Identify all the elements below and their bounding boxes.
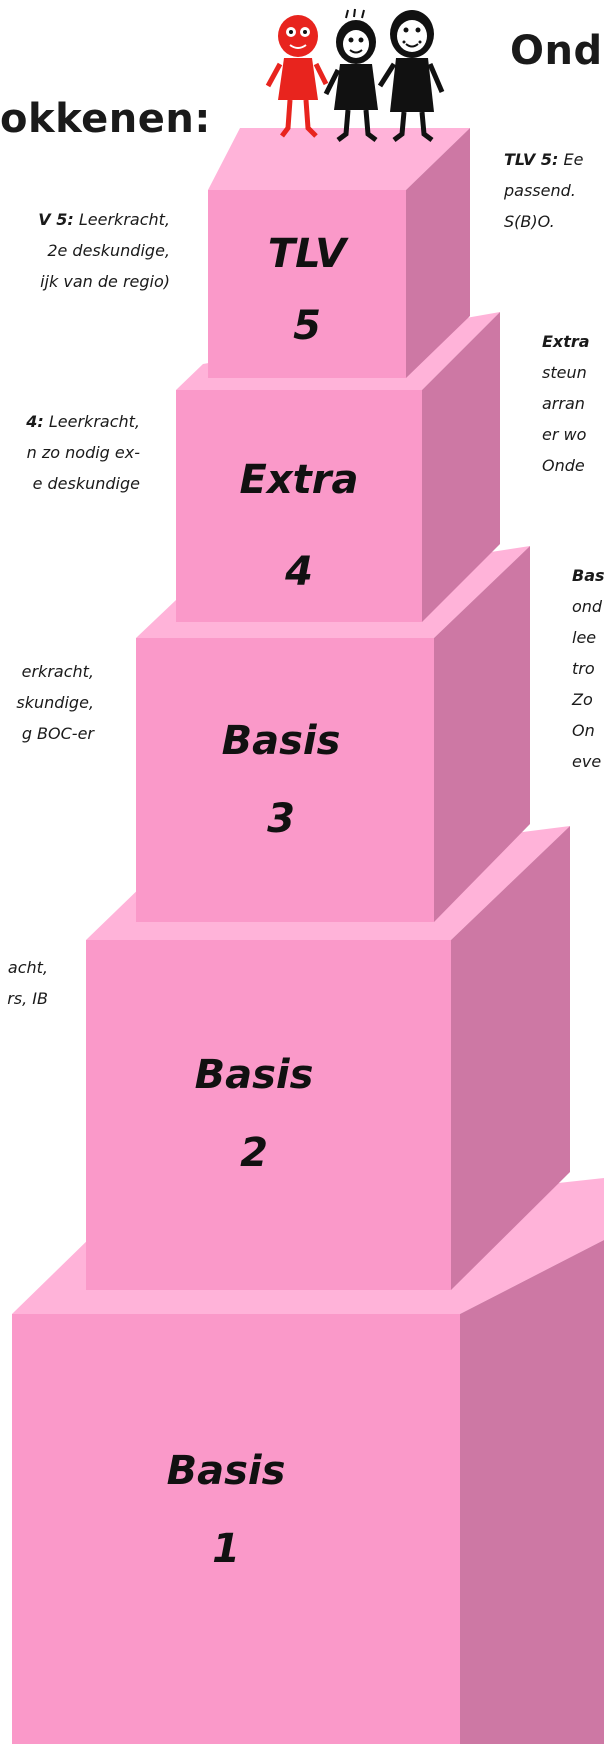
- right-note-tlv5: TLV 5: Ee passend. S(B)O.: [504, 144, 583, 237]
- block-2-title: Basis: [194, 1052, 314, 1098]
- block-5-number: 5: [293, 303, 321, 349]
- left-note-tlv5-line-3: ijk van de regio): [40, 272, 170, 291]
- left-note-extra4: 4: Leerkracht, n zo nodig ex- e deskundi…: [26, 406, 140, 499]
- block-4-front-face: [176, 390, 422, 622]
- block-3-title: Basis: [221, 718, 341, 764]
- block-1-front-face: [12, 1314, 460, 1744]
- left-note-extra4-line-2: n zo nodig ex-: [26, 443, 140, 462]
- block-3-number: 3: [267, 796, 295, 842]
- block-1-number: 1: [212, 1526, 240, 1572]
- left-note-basis3-line-1: erkracht,: [21, 662, 94, 681]
- right-note-tlv5-line-2: passend.: [504, 181, 576, 200]
- right-note-extra4-line-4: Onde: [542, 456, 585, 475]
- block-5-front-face: [208, 190, 406, 378]
- left-note-basis2-line-2: rs, IB: [7, 989, 48, 1008]
- left-note-tlv5-line-1: Leerkracht,: [73, 210, 170, 229]
- left-note-extra4-bold: 4:: [26, 412, 44, 431]
- left-heading: okkenen:: [0, 96, 211, 142]
- left-note-basis2: acht, rs, IB: [7, 952, 48, 1014]
- right-note-basis3-line-3: tro: [572, 659, 595, 678]
- block-3-label: Basis 3: [136, 702, 426, 858]
- middle-child-figure: [323, 8, 378, 142]
- block-2-side-face: [451, 826, 570, 1290]
- block-4-title: Extra: [239, 457, 359, 503]
- right-heading: Ond: [510, 28, 603, 74]
- right-note-basis3-line-4: Zo: [572, 690, 593, 709]
- right-note-basis3-line-1: ond: [572, 597, 603, 616]
- left-note-tlv5-bold: V 5:: [38, 210, 74, 229]
- children-drawing: [265, 8, 445, 142]
- right-note-basis3-line-6: eve: [572, 752, 602, 771]
- block-5-label: TLV 5: [208, 218, 406, 362]
- right-note-basis3-line-2: lee: [572, 628, 597, 647]
- right-note-extra4-line-3: er wo: [542, 425, 587, 444]
- red-child-figure: [265, 15, 329, 138]
- left-note-extra4-line-3: e deskundige: [32, 474, 140, 493]
- block-3-side-face: [434, 546, 530, 922]
- right-child-figure: [377, 10, 445, 142]
- block-1-label: Basis 1: [12, 1432, 440, 1588]
- right-note-extra4-line-1: steun: [542, 363, 587, 382]
- left-note-basis3-line-3: g BOC-er: [21, 724, 94, 743]
- left-note-tlv5: V 5: Leerkracht, 2e deskundige, ijk van …: [38, 204, 170, 297]
- left-note-basis2-line-1: acht,: [7, 958, 48, 977]
- block-1-title: Basis: [166, 1448, 286, 1494]
- block-5-title: TLV: [267, 231, 347, 277]
- block-1-side-face: [460, 1240, 604, 1744]
- right-note-extra4-line-2: arran: [542, 394, 585, 413]
- block-tlv-5: [208, 128, 470, 378]
- right-note-basis3-line-5: On: [572, 721, 595, 740]
- block-2-front-face: [86, 940, 451, 1290]
- right-note-tlv5-line-3: S(B)O.: [504, 212, 555, 231]
- block-4-label: Extra 4: [176, 434, 422, 618]
- block-5-top-face: [208, 128, 470, 190]
- right-note-tlv5-line-1: Ee: [558, 150, 584, 169]
- block-2-label: Basis 2: [86, 1036, 422, 1192]
- left-note-basis3-line-2: skundige,: [16, 693, 94, 712]
- right-note-basis3: Bas ond lee tro Zo On eve: [572, 560, 604, 777]
- right-note-extra4: Extra steun arran er wo Onde: [542, 326, 590, 481]
- block-4-side-face: [422, 312, 500, 622]
- block-3-front-face: [136, 638, 434, 922]
- right-note-extra4-bold: Extra: [542, 332, 590, 351]
- block-5-side-face: [406, 128, 470, 378]
- left-note-extra4-line-1: Leerkracht,: [43, 412, 140, 431]
- right-note-basis3-bold: Bas: [572, 566, 604, 585]
- left-note-basis3: erkracht, skundige, g BOC-er: [16, 656, 94, 749]
- block-4-number: 4: [285, 549, 313, 595]
- block-2-number: 2: [240, 1130, 268, 1176]
- left-note-tlv5-line-2: 2e deskundige,: [47, 241, 170, 260]
- right-note-tlv5-bold: TLV 5:: [504, 150, 559, 169]
